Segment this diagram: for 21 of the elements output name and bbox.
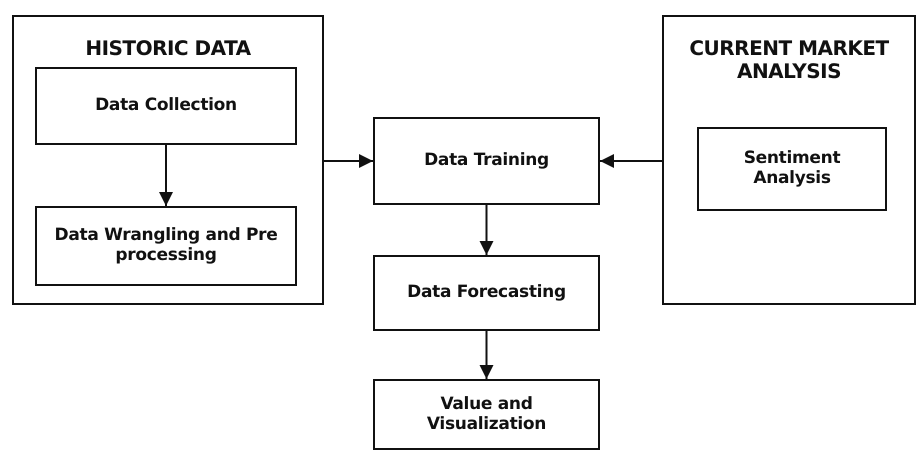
process-box <box>35 67 297 145</box>
process-box <box>373 255 600 331</box>
group-panel <box>12 15 324 305</box>
box-label: Data Forecasting <box>406 283 567 303</box>
process-box <box>373 117 600 205</box>
box-label: Data Collection <box>94 96 238 116</box>
process-box <box>35 206 297 286</box>
box-label: Data Wrangling and Pre processing <box>54 226 278 266</box>
group-panel <box>662 15 916 305</box>
process-box <box>373 379 600 450</box>
box-label: Value and Visualization <box>426 394 548 434</box>
process-box <box>697 127 887 211</box>
panel-heading: CURRENT MARKET ANALYSIS <box>688 37 890 83</box>
arrow <box>324 154 373 168</box>
arrow <box>159 145 173 206</box>
panel-heading: HISTORIC DATA <box>84 37 252 60</box>
box-label: Data Training <box>423 151 550 171</box>
arrow <box>600 154 662 168</box>
arrow <box>480 205 494 255</box>
arrow <box>480 331 494 379</box>
box-label: Sentiment Analysis <box>742 149 842 189</box>
